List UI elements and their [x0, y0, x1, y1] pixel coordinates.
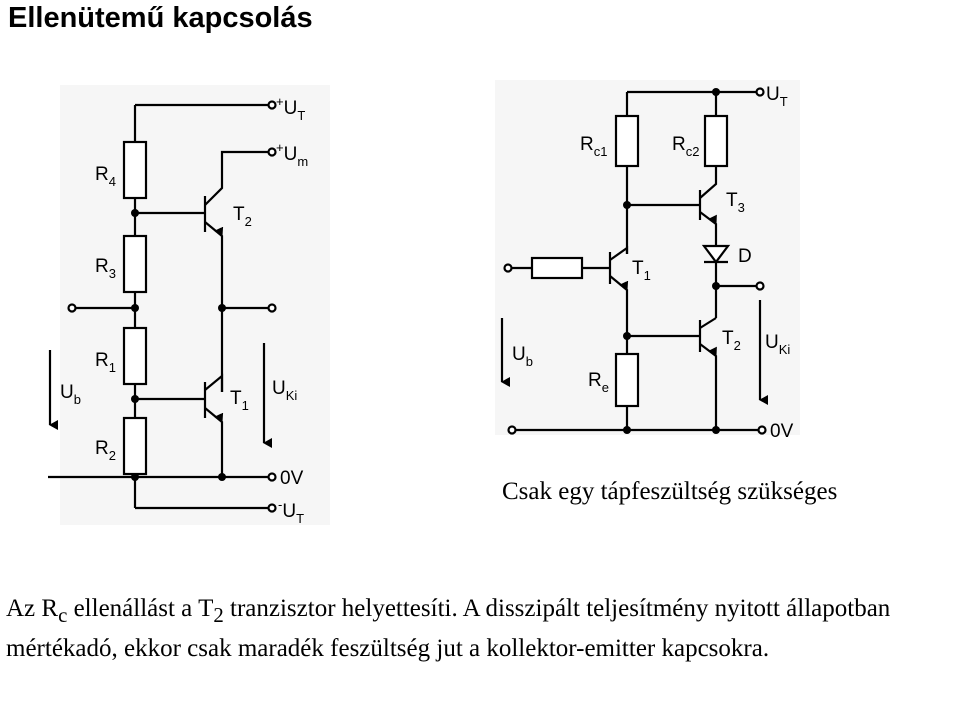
resistor-r3	[122, 234, 148, 294]
label-r1: R1	[95, 350, 116, 375]
junction-dot	[218, 304, 226, 312]
terminal-zero	[757, 425, 767, 435]
label-r4: R4	[95, 164, 116, 189]
body-paragraph: Az Rc ellenállást a T2 tranzisztor helye…	[6, 595, 891, 662]
label-t3: T3	[726, 190, 745, 215]
terminal-ut	[267, 100, 277, 110]
label-r3: R3	[95, 256, 116, 281]
terminal-input	[67, 303, 77, 313]
junction-dot	[712, 88, 720, 96]
label-ub: Ub	[512, 344, 533, 369]
terminal-ut	[755, 87, 765, 97]
right-circuit: Rc1 Rc2 Re T3 T1 T2 D UT Ub UKi 0V	[495, 80, 800, 442]
label-t1: T1	[632, 258, 651, 283]
transistor-t2-collector	[204, 150, 272, 206]
label-zero: 0V	[770, 421, 794, 442]
resistor-r1	[122, 326, 148, 386]
resistor-re	[614, 352, 640, 408]
label-re: Re	[588, 370, 609, 395]
junction-dot	[131, 395, 139, 403]
label-ut-negative: -UT	[278, 497, 304, 526]
terminal-zero	[267, 472, 277, 482]
junction-dot	[218, 473, 226, 481]
transistor-t3-emitter	[699, 211, 718, 246]
label-ut-top: +UT	[276, 94, 305, 123]
resistor-rc2	[703, 114, 729, 168]
terminal-output	[755, 281, 765, 291]
label-uki: UKi	[272, 378, 297, 403]
label-d: D	[738, 246, 752, 267]
transistor-t1-collector	[204, 373, 224, 392]
terminal-output	[267, 303, 277, 313]
label-ut: UT	[766, 84, 788, 109]
page-title: Ellenütemű kapcsolás	[8, 2, 313, 34]
label-r2: R2	[95, 438, 116, 463]
junction-dot	[623, 332, 631, 340]
junction-dot	[712, 282, 720, 290]
junction-dot	[131, 304, 139, 312]
transistor-t2-emitter	[699, 343, 718, 430]
junction-dot	[131, 209, 139, 217]
terminal-negative	[267, 503, 277, 513]
junction-dot	[712, 426, 720, 434]
terminal-input	[503, 263, 513, 273]
label-rc2: Rc2	[672, 134, 699, 159]
diagram-caption: Csak egy tápfeszültség szükséges	[502, 478, 838, 505]
input-resistor	[530, 256, 584, 280]
transistor-t1-emitter	[204, 407, 224, 477]
left-circuit: R4 R3 R1 R2 T2 T1 +UT +Um Ub UKi 0V -UT	[48, 85, 330, 526]
label-uki: UKi	[765, 332, 790, 357]
junction-dot	[623, 426, 631, 434]
left-circuit-background	[60, 85, 330, 525]
transistor-t2-collector	[699, 317, 717, 329]
resistor-rc1	[614, 114, 640, 168]
label-um: +Um	[276, 140, 308, 169]
transistor-t2-emitter	[204, 221, 224, 392]
terminal-ground-left	[507, 425, 517, 435]
label-t1: T1	[230, 388, 249, 413]
junction-dot	[623, 201, 631, 209]
terminal-um	[267, 147, 277, 157]
transistor-t1-collector	[609, 245, 629, 261]
resistor-r2	[122, 416, 148, 476]
diode-d	[701, 244, 731, 264]
junction-dot	[131, 473, 139, 481]
label-t2: T2	[233, 204, 252, 229]
transistor-t3-collector	[699, 172, 718, 199]
label-zero: 0V	[280, 468, 304, 489]
label-ub: Ub	[60, 382, 81, 407]
label-rc1: Rc1	[580, 134, 607, 159]
label-t2: T2	[722, 328, 741, 353]
resistor-r4	[122, 140, 148, 200]
